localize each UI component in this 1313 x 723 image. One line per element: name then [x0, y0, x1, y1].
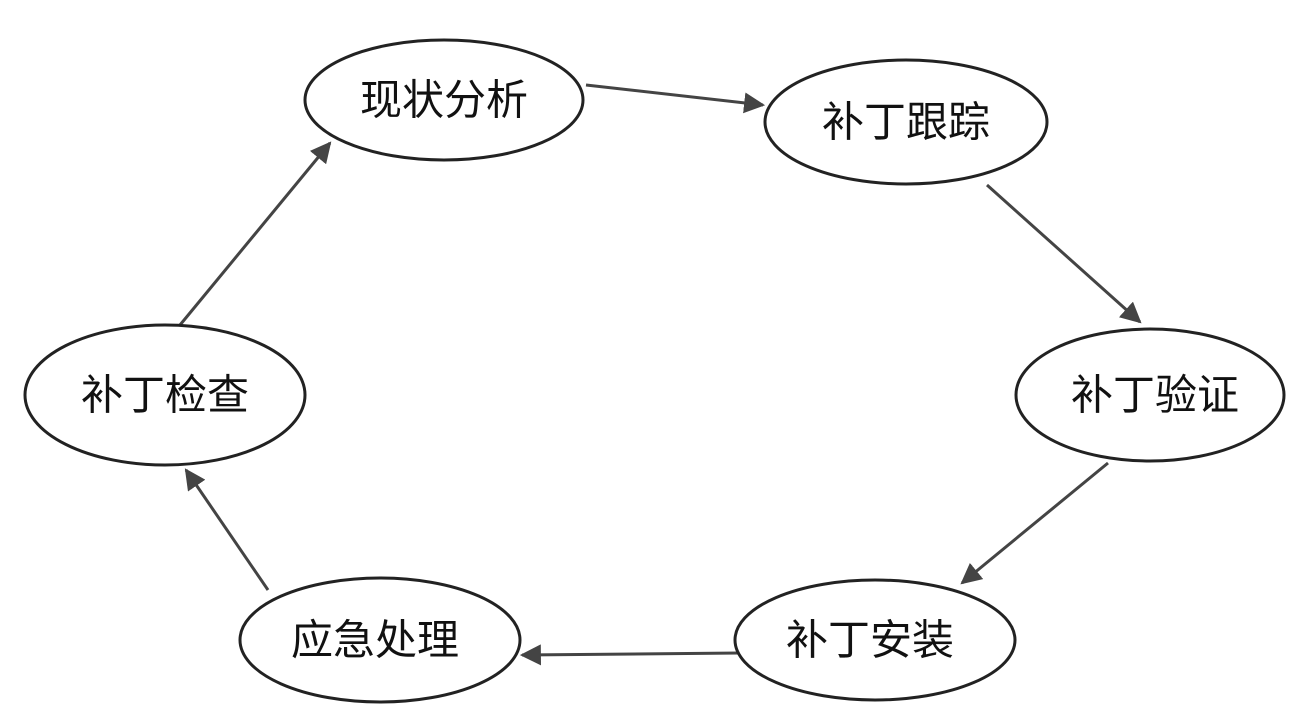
- node-label: 现状分析: [360, 76, 528, 125]
- edge-analysis-to-tracking: [585, 83, 766, 114]
- edge-inspection-to-analysis: [178, 141, 332, 326]
- node-label: 补丁检查: [81, 371, 249, 420]
- node-verification: 补丁验证: [1014, 327, 1286, 463]
- node-label: 补丁跟踪: [822, 98, 990, 147]
- node-analysis: 现状分析: [303, 38, 585, 162]
- node-tracking: 补丁跟踪: [763, 58, 1049, 186]
- node-inspection: 补丁检查: [23, 323, 307, 467]
- node-label: 补丁验证: [1071, 371, 1239, 420]
- node-installation: 补丁安装: [733, 578, 1017, 702]
- edge-installation-to-emergency: [519, 644, 741, 666]
- node-label: 应急处理: [291, 616, 459, 665]
- edge-verification-to-installation: [960, 461, 1109, 585]
- edge-tracking-to-verification: [985, 183, 1142, 324]
- edge-emergency-to-inspection: [184, 468, 270, 591]
- node-label: 补丁安装: [786, 616, 954, 665]
- node-emergency: 应急处理: [238, 576, 522, 704]
